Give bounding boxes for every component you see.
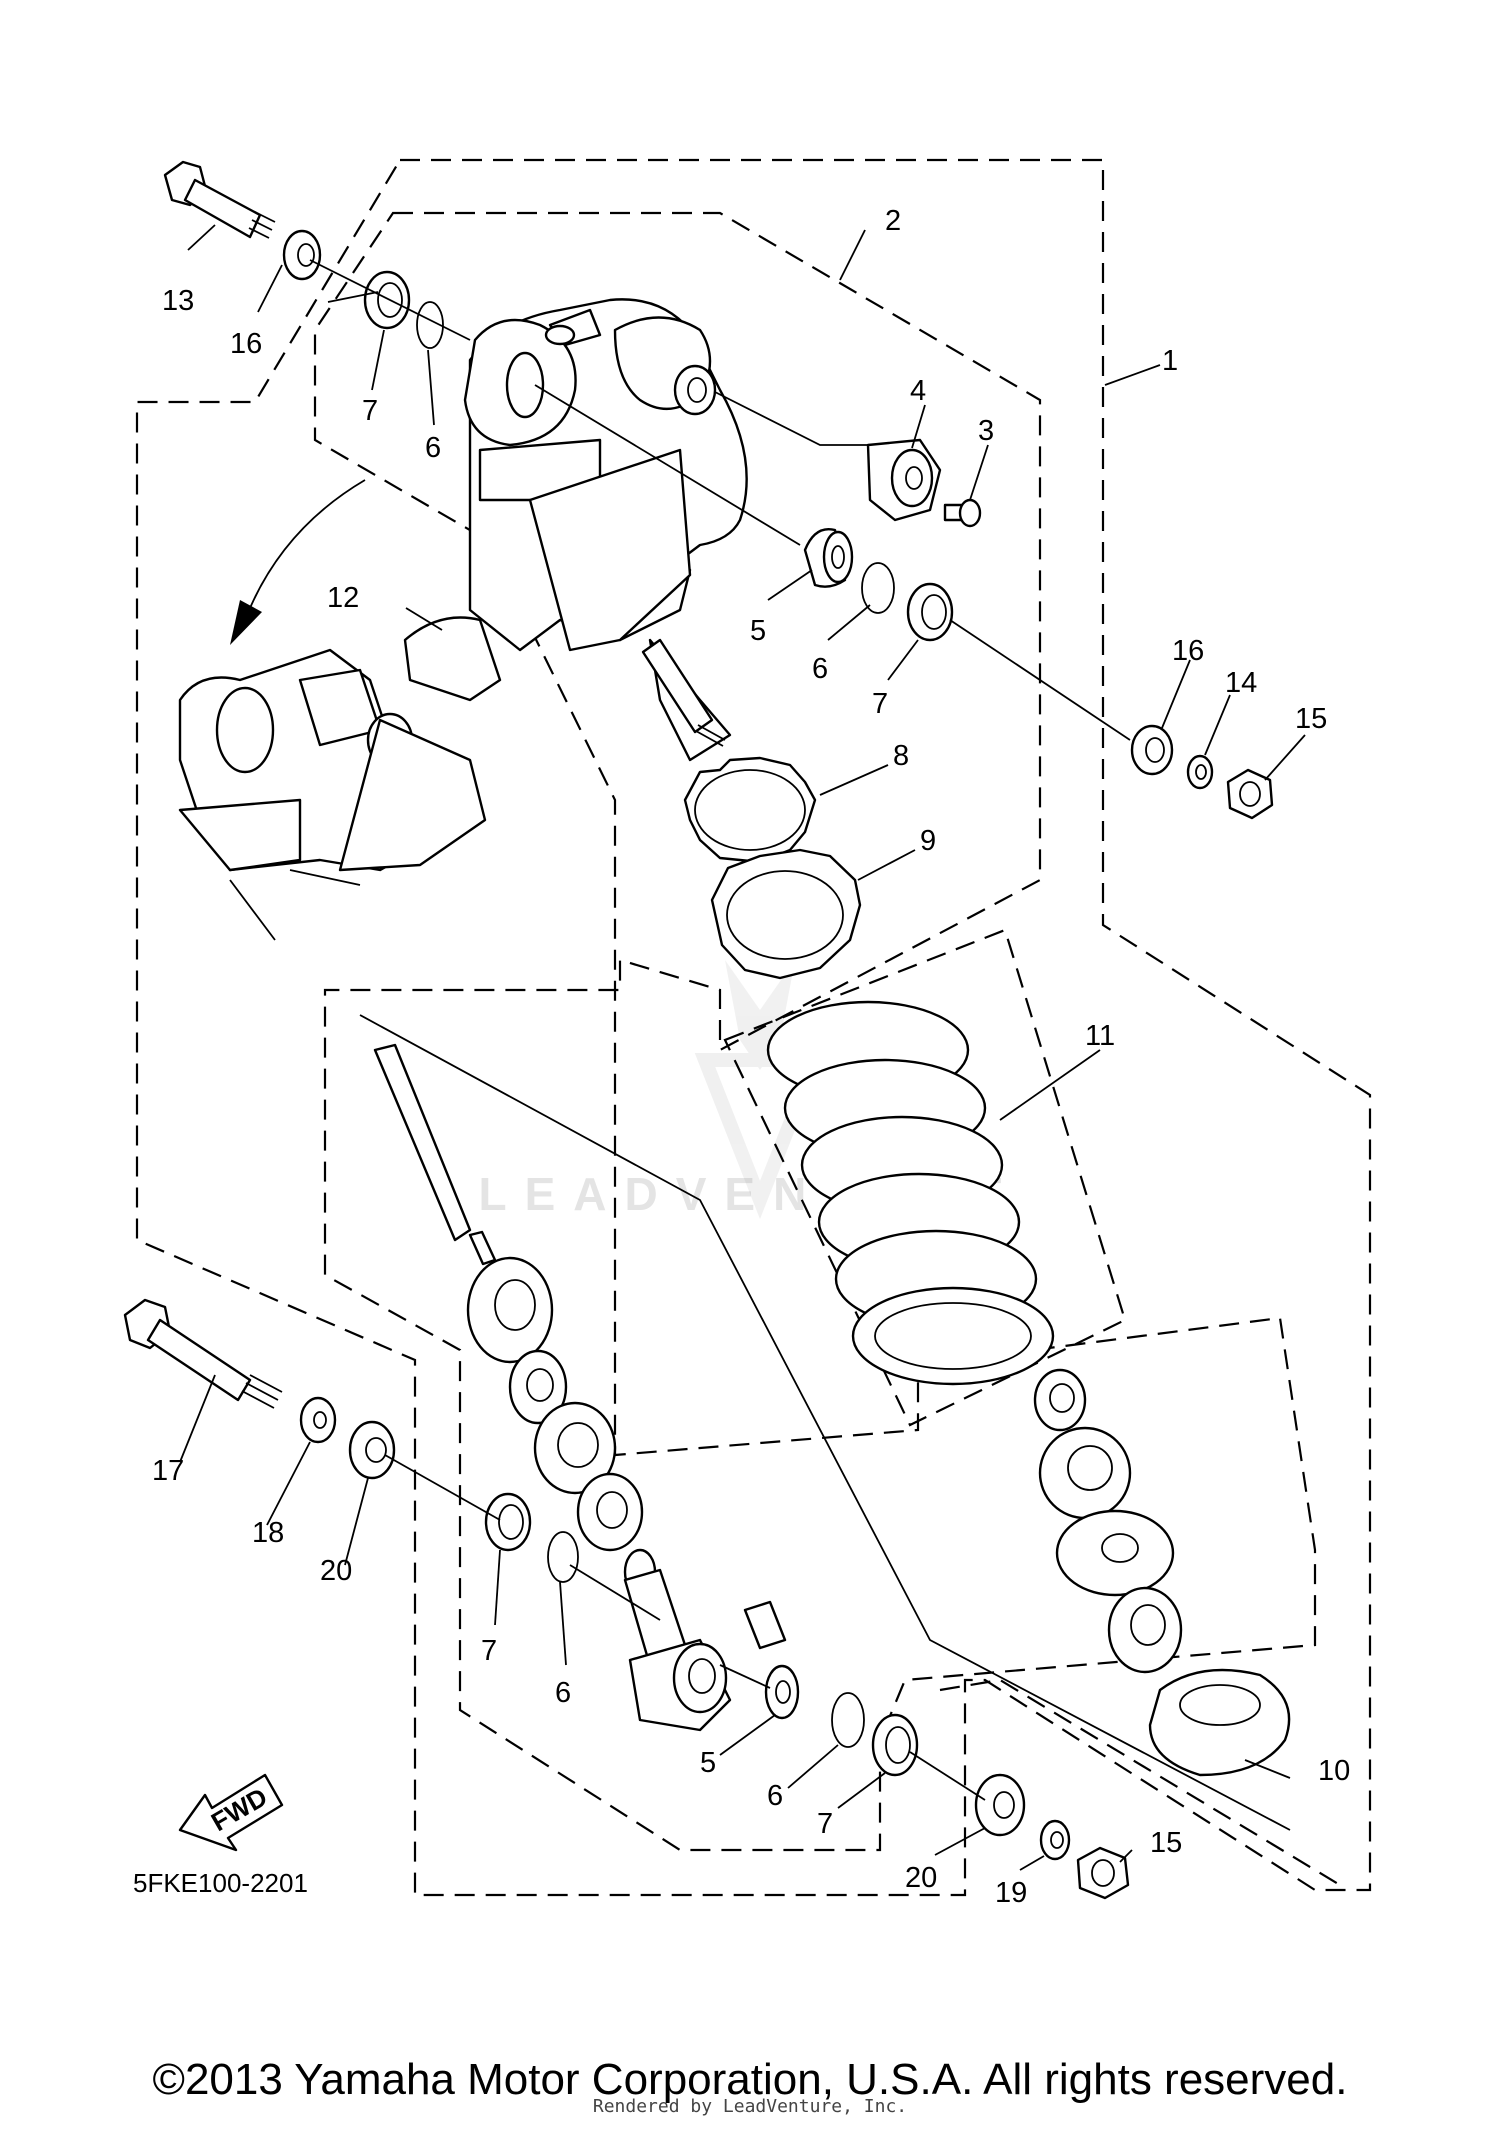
valve-stack (373, 1043, 644, 1552)
direction-arrow (230, 479, 366, 645)
screw-3 (943, 498, 982, 528)
shock-absorber-body (463, 298, 748, 762)
boundary-seal-group (939, 1678, 1341, 1886)
lock-nut-9 (710, 848, 862, 980)
callout-14: 14 (1225, 667, 1257, 699)
oil-seal-7-lower-right (871, 1713, 919, 1777)
callout-6-mid: 6 (812, 653, 828, 685)
callout-18: 18 (252, 1517, 284, 1549)
circlip-6-mid (861, 562, 895, 614)
fwd-arrow-icon: FWD (178, 1773, 284, 1852)
copyright-notice: ©2013 Yamaha Motor Corporation, U.S.A. A… (152, 2055, 1348, 2104)
callout-7-mid: 7 (872, 688, 888, 720)
callout-6-upper: 6 (425, 432, 441, 464)
washer-19 (1039, 1819, 1071, 1861)
callout-15-upper: 15 (1295, 703, 1327, 735)
bolt-17 (123, 1298, 283, 1409)
collar-20-left (348, 1420, 396, 1480)
callout-5-upper: 5 (750, 615, 766, 647)
leader-lines (179, 224, 1306, 1871)
bushing-5-upper (803, 528, 854, 588)
ring-nut-8 (683, 756, 817, 864)
circlip-6-lower-left (547, 1531, 579, 1583)
callout-20-right: 20 (905, 1862, 937, 1894)
callout-2: 2 (885, 205, 901, 237)
callout-16-upper: 16 (230, 328, 262, 360)
boundary-part-2 (313, 211, 1317, 1852)
shock-rod (641, 638, 726, 747)
lower-clevis (623, 1548, 787, 1732)
washer-18 (299, 1396, 337, 1444)
callout-7-lower-right: 7 (817, 1808, 833, 1840)
boundary-part-1 (135, 158, 1372, 1897)
bushing-5-lower (764, 1664, 800, 1720)
callout-16-right: 16 (1172, 635, 1204, 667)
collar-20-right (974, 1773, 1026, 1837)
callout-6-lower-left: 6 (555, 1677, 571, 1709)
collar-16-upper (282, 229, 322, 281)
callout-7-upper: 7 (362, 395, 378, 427)
callout-6-lower-right: 6 (767, 1780, 783, 1812)
circlip-6-upper (416, 301, 444, 349)
adjuster-knob-4 (866, 438, 942, 522)
oil-seal-7-lower-left (484, 1492, 532, 1552)
callout-10: 10 (1318, 1755, 1350, 1787)
callout-20-left: 20 (320, 1555, 352, 1587)
callout-1: 1 (1162, 345, 1178, 377)
spring-guide-10 (1148, 1668, 1291, 1777)
oil-seal-7-upper (363, 270, 411, 330)
lower-spring-seats (1033, 1368, 1183, 1674)
alternate-body-12 (178, 616, 502, 941)
callout-19: 19 (995, 1877, 1027, 1909)
nut-15-upper (1226, 768, 1274, 820)
callout-11: 11 (1085, 1020, 1115, 1052)
callout-9: 9 (920, 825, 936, 857)
circlip-6-lower-right (831, 1692, 865, 1748)
callout-8: 8 (893, 740, 909, 772)
nut-15-lower (1076, 1846, 1130, 1900)
collar-16-right (1130, 724, 1174, 776)
callout-3: 3 (978, 415, 994, 447)
bolt-13 (163, 160, 276, 239)
spring-11 (766, 1000, 1055, 1386)
callout-13: 13 (162, 285, 194, 317)
oil-seal-7-mid (906, 582, 954, 642)
washer-14 (1186, 754, 1214, 790)
callout-7-lower-left: 7 (481, 1635, 497, 1667)
callout-4: 4 (910, 375, 926, 407)
callout-numbers: 13 16 7 6 2 1 4 3 5 6 7 16 14 15 8 9 12 … (152, 205, 1350, 1909)
callout-17: 17 (152, 1455, 184, 1487)
callout-5-lower: 5 (700, 1747, 716, 1779)
diagram-code: 5FKE100-2201 (133, 1868, 308, 1898)
callout-12: 12 (327, 582, 359, 614)
rendered-by-notice: Rendered by LeadVenture, Inc. (592, 2096, 908, 2117)
callout-15-lower: 15 (1150, 1827, 1182, 1859)
